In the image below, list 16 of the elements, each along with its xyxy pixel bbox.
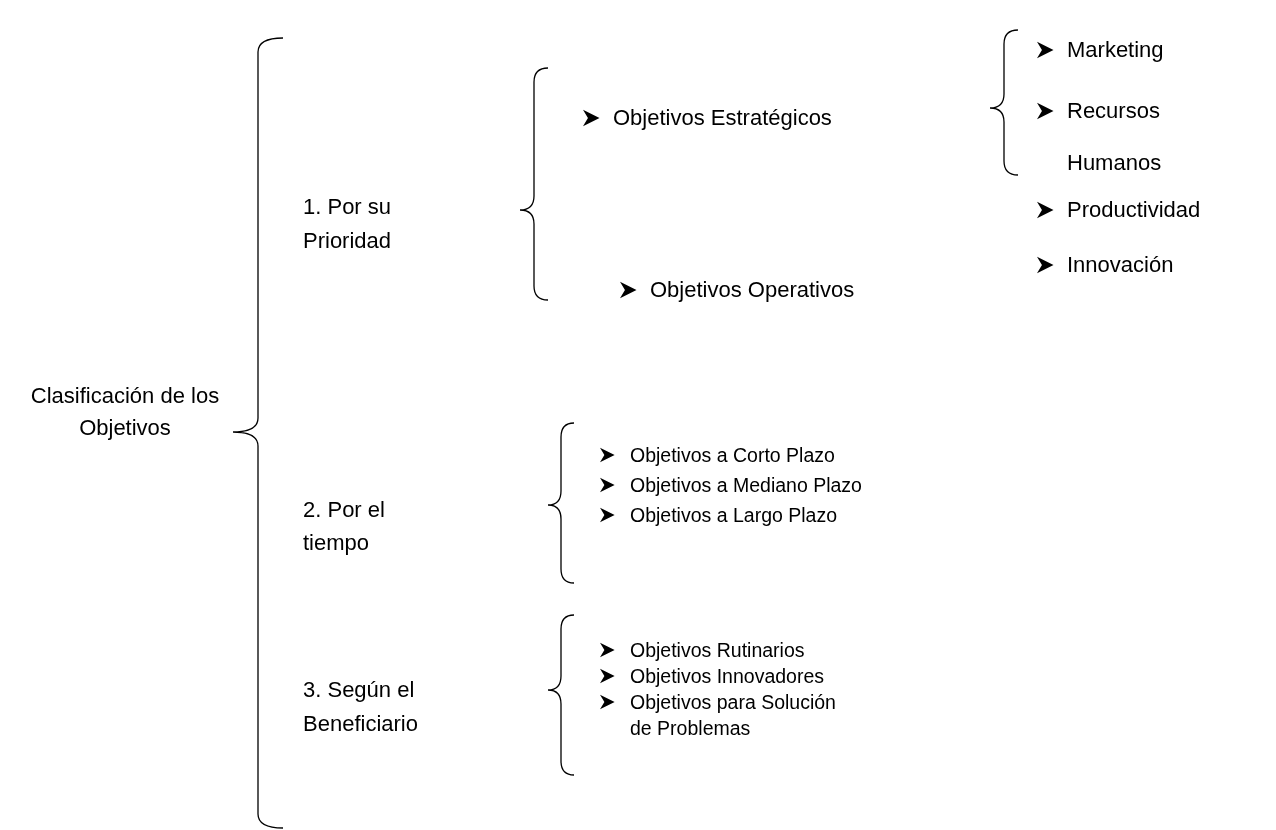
list-item: Objetivos a Mediano Plazo xyxy=(630,473,863,498)
list-item: Recursos Humanos xyxy=(1067,97,1163,177)
category-heading: 1. Por su Prioridad xyxy=(303,193,393,255)
list-item: Innovación xyxy=(1067,251,1175,279)
list-item: Productividad xyxy=(1067,196,1202,224)
root-heading: Clasificación de los Objetivos xyxy=(29,382,221,442)
list-item: Objetivos Estratégicos xyxy=(613,104,833,132)
list-item: Objetivos para Solución de Problemas xyxy=(630,690,837,741)
category-heading: 3. Según el Beneficiario xyxy=(303,676,419,738)
list-item: Objetivos a Corto Plazo xyxy=(630,443,836,468)
category-heading: 2. Por el tiempo xyxy=(303,496,386,557)
list-item: Objetivos Rutinarios xyxy=(630,638,806,663)
list-item: Objetivos Operativos xyxy=(650,276,856,304)
list-item: Objetivos a Largo Plazo xyxy=(630,503,839,528)
list-item: Objetivos Innovadores xyxy=(630,664,826,689)
list-item: Marketing xyxy=(1067,36,1165,64)
